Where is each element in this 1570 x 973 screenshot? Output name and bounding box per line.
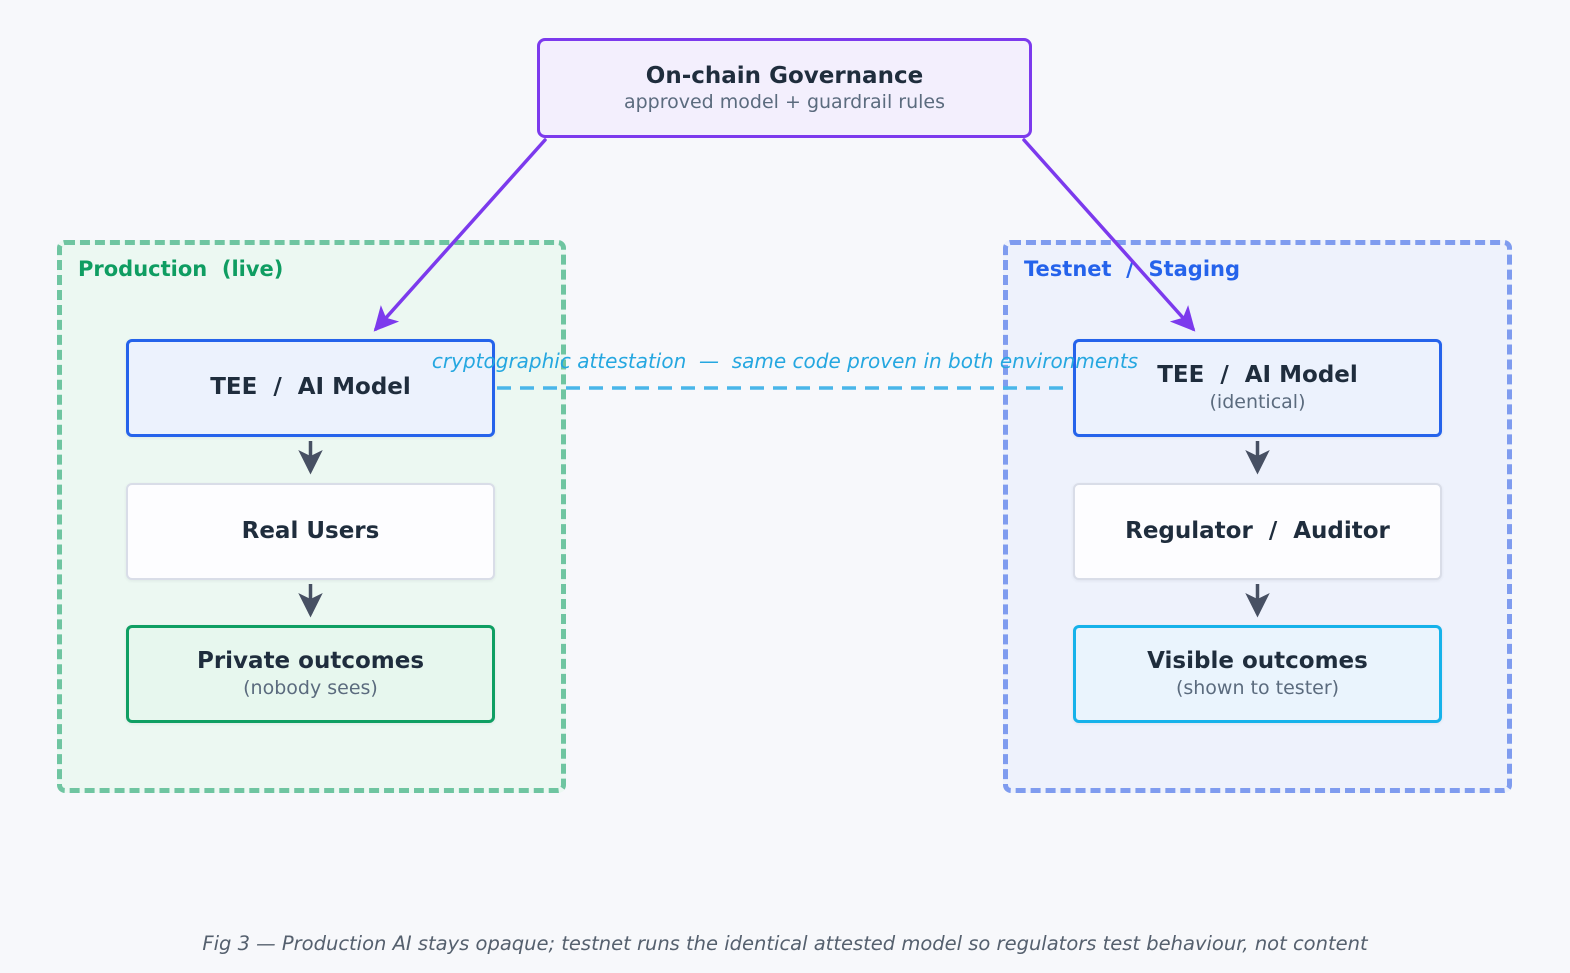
tee-ai-model-box-production: TEE / AI Model [126,339,495,437]
private-outcomes-box: Private outcomes (nobody sees) [126,625,495,723]
governance-title: On-chain Governance [645,62,924,89]
node-title: Visible outcomes [1147,647,1368,674]
attestation-label: cryptographic attestation — same code pr… [431,349,1139,373]
governance-subtitle: approved model + guardrail rules [623,90,946,113]
node-subtitle: (shown to tester) [1175,677,1340,700]
tee-ai-model-box-testnet: TEE / AI Model (identical) [1073,339,1442,437]
figure-caption: Fig 3 — Production AI stays opaque; test… [202,932,1368,955]
on-chain-governance-box: On-chain Governance approved model + gua… [537,38,1032,138]
real-users-box: Real Users [126,483,495,580]
regulator-auditor-box: Regulator / Auditor [1073,483,1442,580]
node-title: Private outcomes [196,647,425,674]
node-title: TEE / AI Model [210,374,411,401]
node-subtitle: (nobody sees) [243,677,378,700]
node-title: Regulator / Auditor [1125,517,1390,544]
node-subtitle: (identical) [1209,391,1306,414]
testnet-panel-label: Testnet / Staging [1024,257,1241,281]
production-panel-label: Production (live) [78,257,284,281]
node-title: Real Users [241,517,380,544]
visible-outcomes-box: Visible outcomes (shown to tester) [1073,625,1442,723]
node-title: TEE / AI Model [1157,361,1358,388]
